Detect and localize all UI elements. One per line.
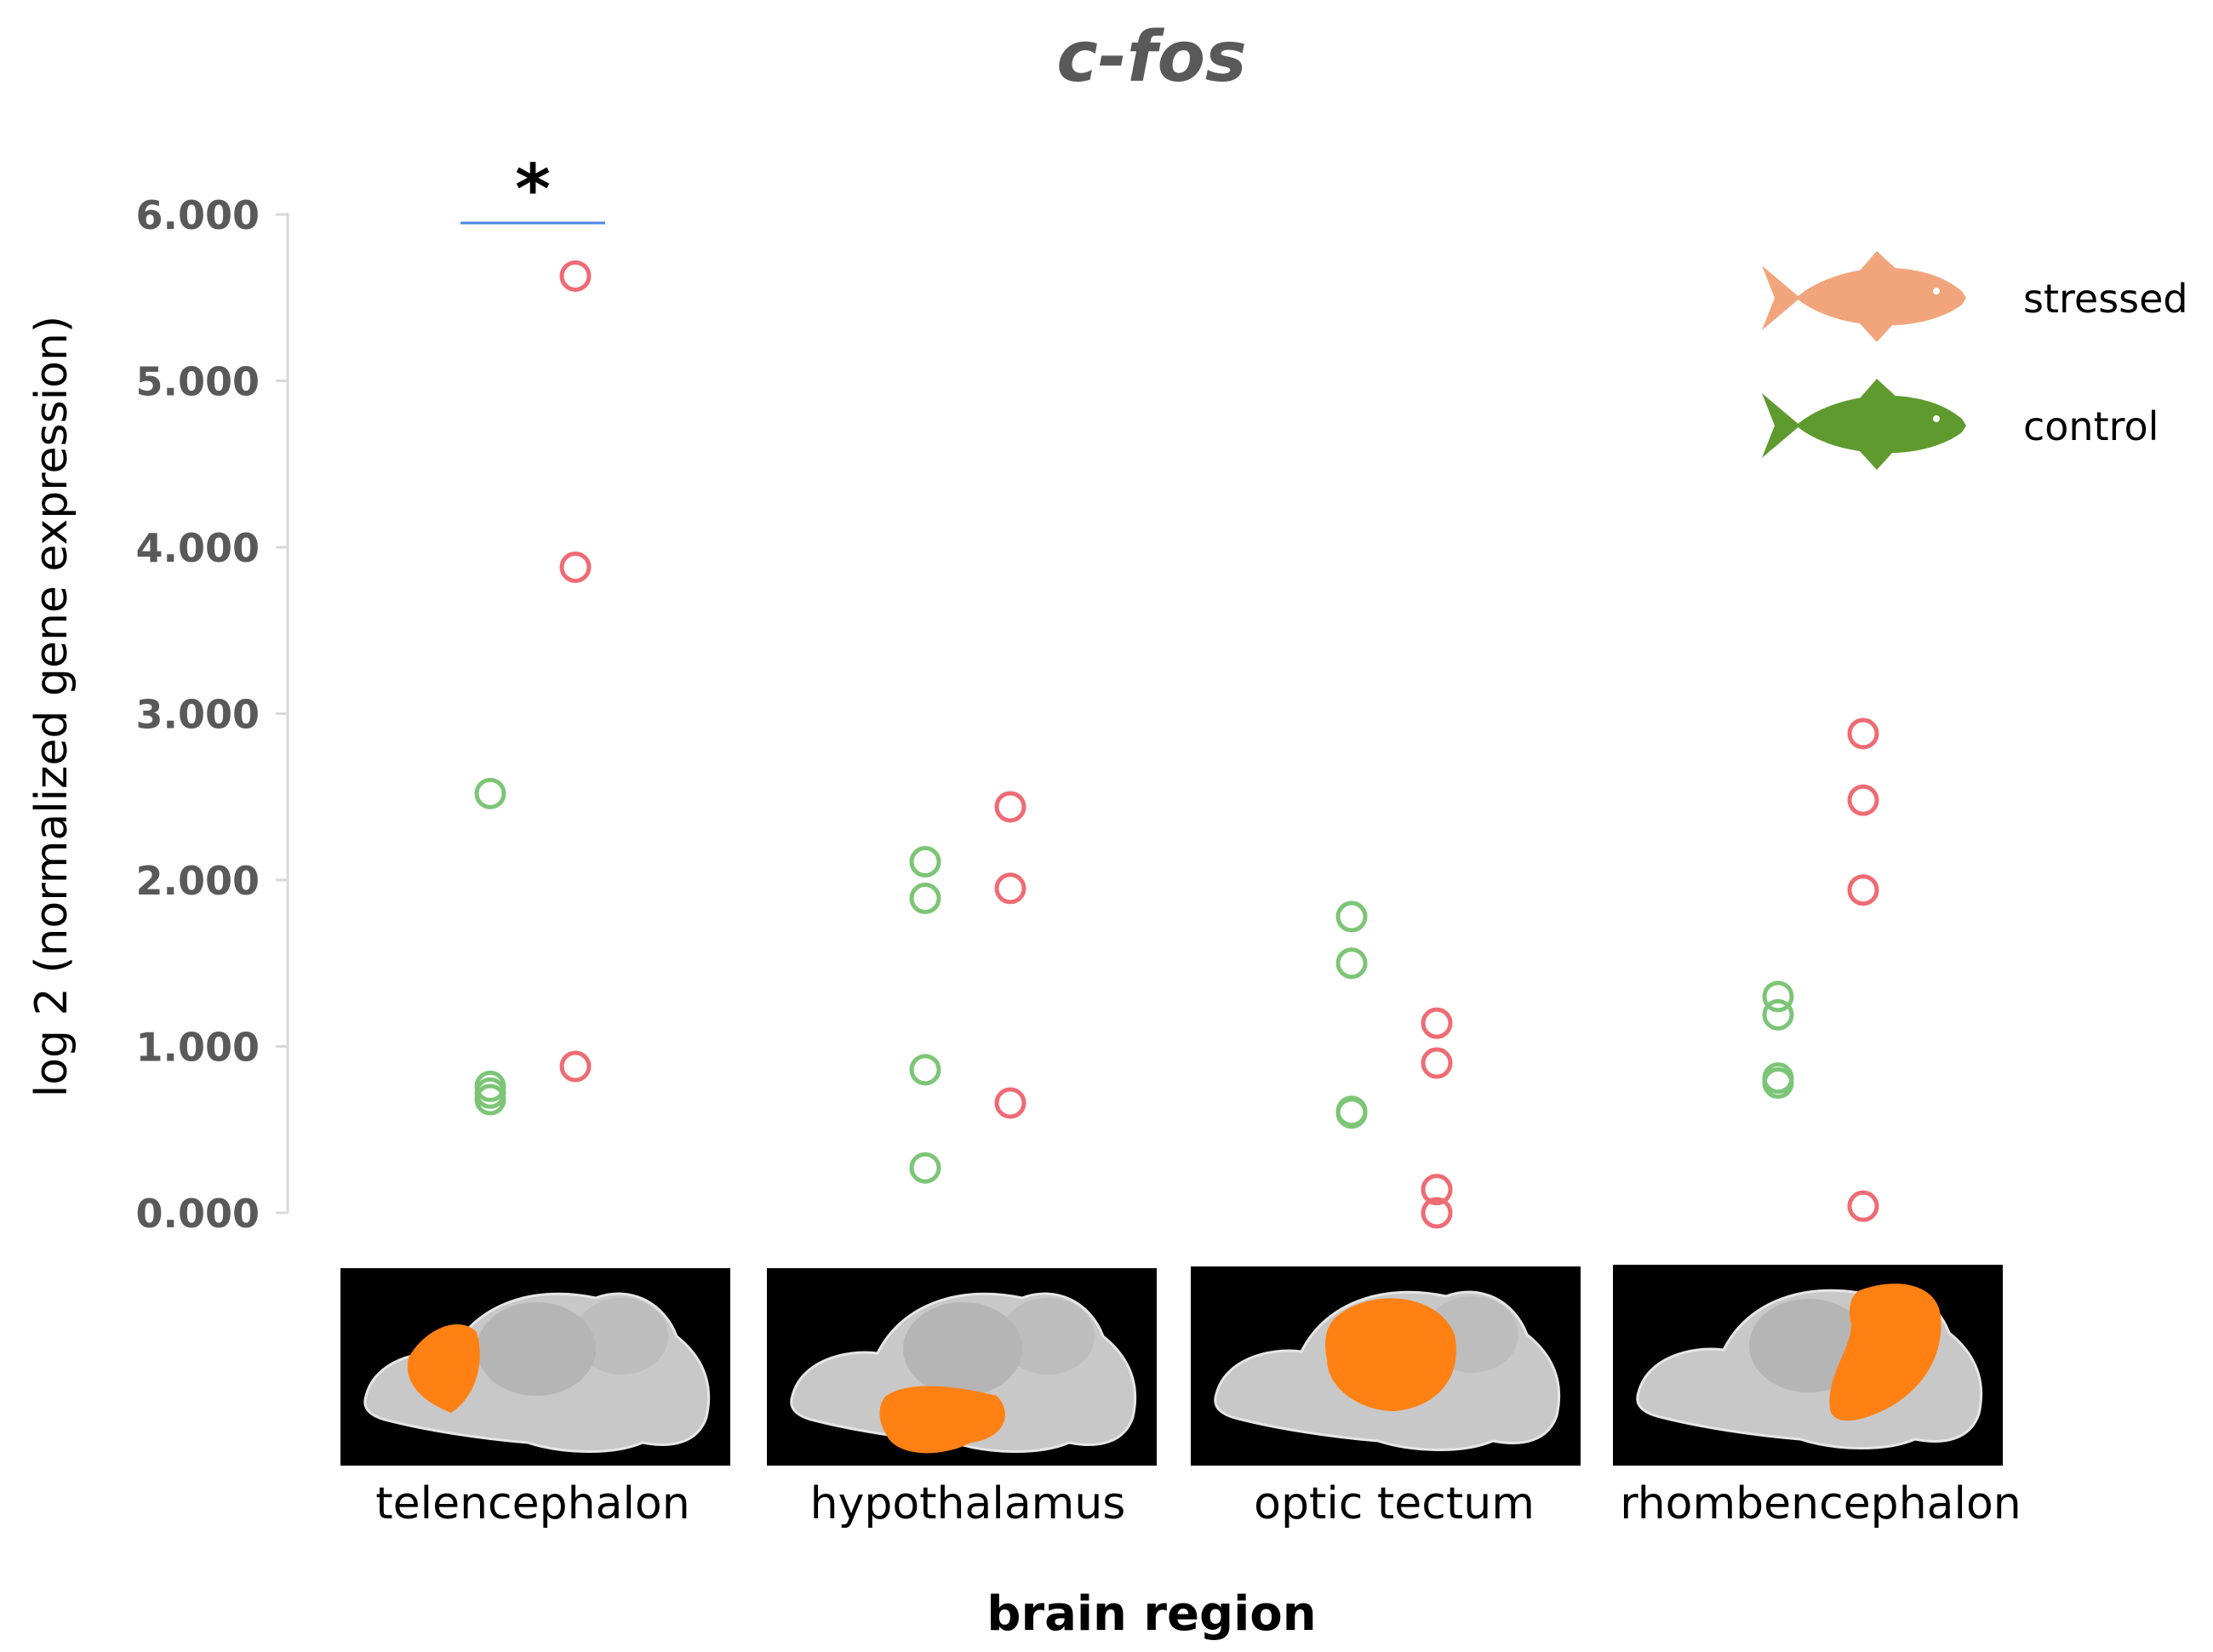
brain-region-image-telencephalon: [340, 1268, 730, 1466]
y-tick-label: 1.000: [135, 1025, 260, 1071]
brain-region-image-rhombencephalon: [1613, 1265, 2003, 1466]
legend-label-stressed: stressed: [2023, 276, 2188, 322]
fish-control-icon: [1762, 379, 1966, 470]
fish-tail: [1762, 393, 1800, 458]
brain-region-image-hypothalamus: [767, 1268, 1157, 1466]
y-tick-label: 0.000: [135, 1191, 260, 1237]
data-points: [474, 260, 1879, 1229]
data-point-stressed: [994, 872, 1026, 905]
data-point-stressed: [994, 791, 1026, 823]
fish-fin: [1860, 251, 1898, 271]
brain-region-image-optic-tectum: [1191, 1266, 1581, 1466]
fish-tail: [1762, 266, 1800, 330]
fish-fin: [1860, 323, 1894, 342]
fish-stressed-icon: [1762, 251, 1966, 342]
data-point-stressed: [1847, 717, 1879, 750]
data-point-stressed: [1847, 784, 1879, 816]
data-point-stressed: [1421, 1007, 1453, 1039]
data-point-control: [474, 1083, 506, 1116]
category-label: optic tectum: [1254, 1478, 1535, 1529]
fish-fin: [1860, 379, 1898, 398]
legend-label-control: control: [2023, 403, 2159, 449]
data-point-stressed: [1847, 874, 1879, 906]
region-highlight: [407, 1324, 480, 1413]
data-point-control: [1335, 900, 1368, 933]
y-tick-label: 3.000: [135, 692, 260, 738]
data-point-stressed: [559, 551, 592, 583]
chart-title: c-fos: [1056, 17, 1246, 98]
region-highlight: [1829, 1283, 1941, 1421]
brain-shading: [477, 1302, 596, 1396]
brain-region-images: [340, 1265, 2003, 1466]
brain-shading: [575, 1298, 668, 1375]
data-point-control: [1335, 1095, 1368, 1128]
category-label: telencephalon: [375, 1478, 689, 1529]
significance-annotation: *: [460, 150, 605, 229]
data-point-control: [909, 1054, 941, 1086]
significance-star: *: [515, 150, 551, 229]
fish-body: [1796, 267, 1966, 326]
fish-eye: [1933, 415, 1940, 422]
legend: stressed control: [1762, 251, 2188, 470]
brain-shading: [1001, 1298, 1095, 1375]
data-point-stressed: [559, 1050, 592, 1083]
data-point-control: [474, 777, 506, 809]
data-point-stressed: [1421, 1197, 1453, 1229]
category-label: rhombencephalon: [1620, 1478, 2021, 1529]
fish-eye: [1933, 288, 1940, 294]
data-point-stressed: [994, 1087, 1026, 1119]
region-highlight: [879, 1386, 1005, 1454]
category-label: hypothalamus: [810, 1478, 1126, 1529]
data-point-stressed: [1847, 1190, 1879, 1222]
y-axis-label: log 2 (normalized gene expression): [26, 316, 77, 1097]
y-tick-label: 4.000: [135, 525, 260, 571]
y-tick-label: 5.000: [135, 359, 260, 405]
y-axis-ticks: 0.000 1.000 2.000 3.000 4.000 5.000 6.000: [135, 192, 288, 1237]
data-point-control: [1762, 1067, 1794, 1100]
fish-body: [1796, 395, 1966, 454]
data-point-control: [909, 845, 941, 877]
data-point-stressed: [1421, 1174, 1453, 1206]
data-point-control: [909, 883, 941, 915]
data-point-control: [1762, 998, 1794, 1031]
x-axis-label: brain region: [986, 1586, 1316, 1642]
brain-shading: [903, 1302, 1022, 1396]
y-tick-label: 6.000: [135, 192, 260, 238]
data-point-control: [1762, 980, 1794, 1013]
data-point-stressed: [1421, 1047, 1453, 1079]
data-point-stressed: [559, 260, 592, 292]
data-point-control: [909, 1152, 941, 1184]
y-tick-label: 2.000: [135, 858, 260, 904]
region-highlight: [1325, 1298, 1456, 1411]
data-point-control: [1335, 947, 1368, 980]
fish-fin: [1860, 451, 1894, 470]
category-labels: telencephalon hypothalamus optic tectum rho…: [375, 1478, 2021, 1529]
